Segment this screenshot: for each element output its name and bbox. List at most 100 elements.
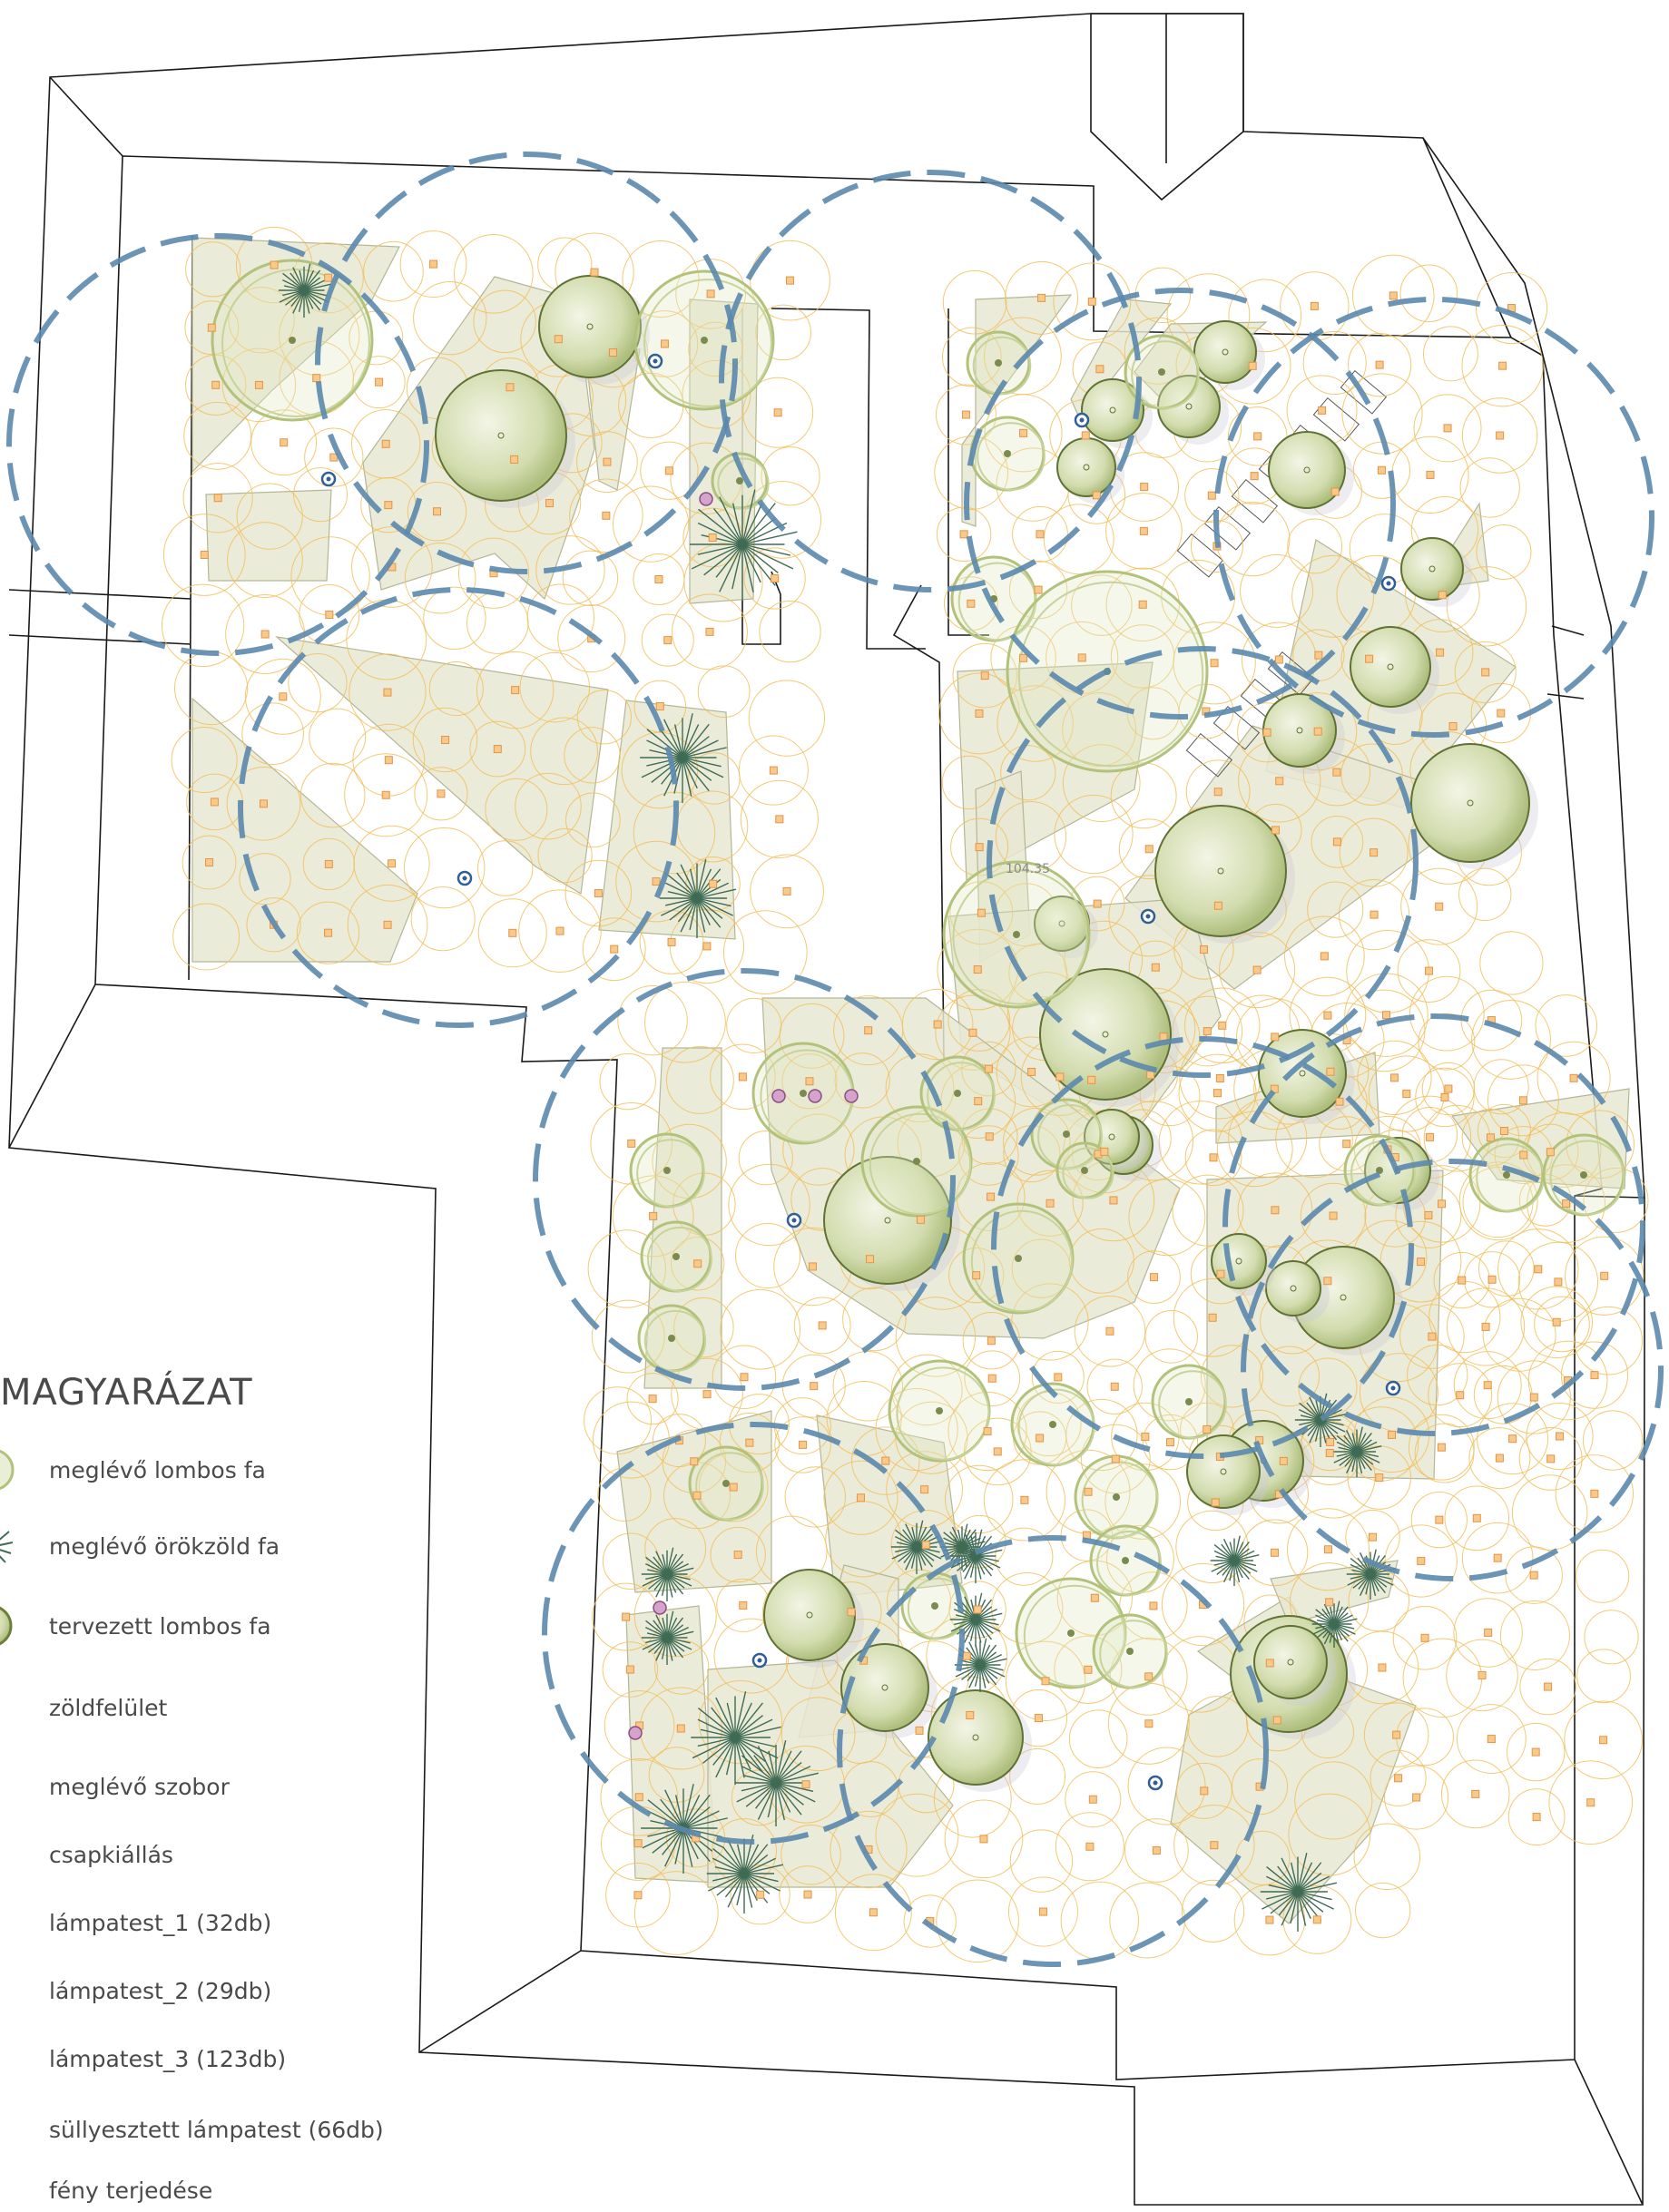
evergreen-needle bbox=[696, 882, 729, 899]
existing-tree-ring bbox=[970, 1209, 1074, 1313]
lamp-light-ring bbox=[964, 1350, 1021, 1407]
lamp-light-ring bbox=[1397, 939, 1461, 1003]
lamp-marker bbox=[1084, 1665, 1093, 1674]
evergreen-needle bbox=[682, 713, 693, 759]
evergreen-needle bbox=[1333, 1612, 1349, 1625]
evergreen-needle bbox=[677, 897, 698, 923]
light-spread-circle bbox=[1241, 1159, 1664, 1581]
existing-tree-ring bbox=[1131, 340, 1200, 409]
evergreen-needle bbox=[734, 1737, 763, 1773]
evergreen-needle bbox=[916, 1526, 928, 1548]
lamp-marker bbox=[383, 688, 392, 697]
lamp-marker bbox=[1518, 1096, 1527, 1105]
lamp-light-ring bbox=[1413, 394, 1482, 463]
evergreen-needle bbox=[979, 1664, 990, 1684]
evergreen-needle bbox=[905, 1546, 918, 1571]
lamp-light-ring bbox=[1497, 1228, 1579, 1310]
tree-trunk bbox=[1222, 348, 1229, 356]
lamp-light-ring bbox=[1446, 566, 1527, 647]
evergreen-needle bbox=[1213, 1543, 1235, 1561]
lamp-light-ring bbox=[1357, 1040, 1432, 1116]
evergreen-needle bbox=[696, 868, 712, 899]
lamp-marker bbox=[987, 1192, 996, 1201]
lamp-marker bbox=[866, 1255, 875, 1264]
statue-marker bbox=[844, 1089, 859, 1103]
lamp-marker bbox=[1313, 727, 1322, 736]
evergreen-needle bbox=[775, 1772, 819, 1784]
tree-trunk bbox=[1185, 403, 1193, 410]
lamp-marker bbox=[260, 630, 270, 639]
evergreen-needle bbox=[660, 1798, 684, 1829]
lamp-light-ring bbox=[626, 1373, 679, 1425]
evergreen-needle bbox=[1213, 1560, 1235, 1566]
evergreen-needle bbox=[711, 1707, 736, 1738]
planned-tree bbox=[1193, 320, 1257, 384]
lamp-marker bbox=[773, 408, 782, 417]
tap-marker-dot bbox=[326, 476, 331, 482]
lamp-marker bbox=[1417, 1258, 1426, 1267]
evergreen-needle bbox=[646, 757, 683, 767]
evergreen-needle bbox=[1365, 1573, 1371, 1595]
lamp-marker bbox=[1020, 1495, 1029, 1504]
evergreen-needle bbox=[731, 503, 743, 545]
evergreen-needle bbox=[682, 747, 727, 759]
lamp-light-ring bbox=[182, 463, 253, 533]
evergreen-needle bbox=[1320, 1393, 1328, 1421]
lamp-light-ring bbox=[779, 1865, 837, 1923]
lamp-light-ring bbox=[938, 672, 1020, 755]
evergreen-needle bbox=[961, 1664, 981, 1680]
lamp-marker bbox=[1546, 1454, 1556, 1463]
lamp-light-ring bbox=[404, 542, 476, 614]
evergreen-needle bbox=[702, 1737, 736, 1764]
lamp-light-ring bbox=[1068, 1709, 1128, 1768]
lamp-light-ring bbox=[1453, 1351, 1522, 1420]
evergreen-needle bbox=[916, 1546, 934, 1568]
evergreen-needle bbox=[666, 1637, 673, 1661]
evergreen-needle bbox=[741, 1782, 777, 1792]
lamp-marker bbox=[1508, 1434, 1517, 1444]
tree-trunk bbox=[1081, 1167, 1088, 1174]
lamp-marker bbox=[1274, 655, 1283, 664]
lamp-marker bbox=[603, 457, 612, 466]
existing-tree-ring bbox=[1081, 1461, 1159, 1539]
evergreen-needle bbox=[979, 1664, 997, 1686]
lamp-light-ring bbox=[675, 259, 746, 329]
evergreen-needle bbox=[642, 1827, 684, 1849]
evergreen-needle bbox=[674, 1795, 684, 1829]
lamp-light-ring bbox=[1574, 1306, 1644, 1375]
planned-tree bbox=[1154, 805, 1287, 937]
evergreen-needle bbox=[282, 289, 305, 297]
evergreen-needle bbox=[700, 1728, 736, 1738]
evergreen-needle bbox=[1278, 1891, 1299, 1916]
lamp-marker bbox=[259, 799, 268, 808]
evergreen-needle bbox=[682, 757, 692, 797]
statue-marker bbox=[628, 1726, 643, 1740]
lamp-marker bbox=[381, 790, 390, 799]
evergreen-needle bbox=[282, 279, 305, 291]
lamp-light-ring bbox=[781, 1825, 841, 1885]
evergreen-needle bbox=[964, 1619, 977, 1643]
lamp-marker bbox=[1325, 1449, 1334, 1458]
lamp-marker bbox=[1200, 1786, 1209, 1796]
evergreen-needle bbox=[682, 1827, 693, 1867]
lamp-marker bbox=[1436, 648, 1445, 657]
evergreen-needle bbox=[1229, 1560, 1235, 1581]
evergreen-needle bbox=[666, 1637, 692, 1650]
lamp-light-ring bbox=[1219, 932, 1296, 1009]
lamp-light-ring bbox=[412, 707, 478, 773]
evergreen-needle bbox=[743, 1873, 758, 1902]
evergreen-needle bbox=[715, 1697, 736, 1738]
lamp-light-ring bbox=[309, 708, 367, 766]
lamp-light-ring bbox=[944, 1799, 1024, 1879]
evergreen-needle bbox=[666, 1573, 684, 1595]
evergreen-needle bbox=[1320, 1419, 1339, 1434]
wall-stub bbox=[1551, 625, 1585, 636]
lamp-marker bbox=[1034, 1714, 1043, 1723]
lamp-marker bbox=[1210, 1841, 1219, 1850]
evergreen-needle bbox=[697, 1737, 736, 1747]
lamp-marker bbox=[1310, 301, 1319, 310]
evergreen-needle bbox=[775, 1750, 792, 1784]
evergreen-needle bbox=[680, 897, 698, 933]
evergreen-needle bbox=[1222, 1560, 1235, 1582]
evergreen-needle bbox=[1281, 1857, 1299, 1893]
